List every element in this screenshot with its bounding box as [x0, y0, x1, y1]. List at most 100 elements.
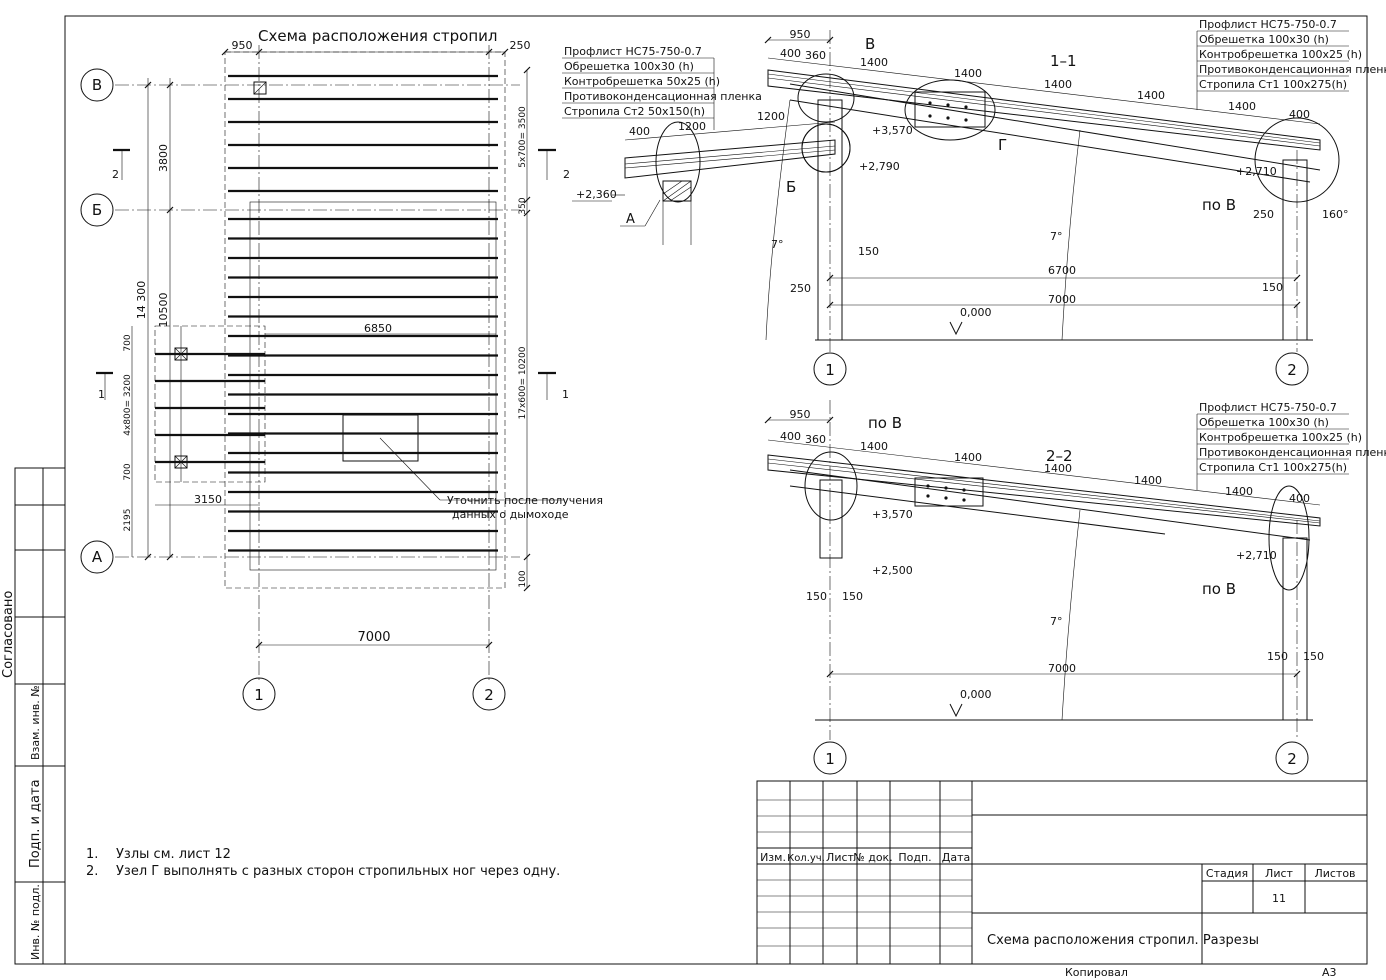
svg-text:1400: 1400 [1137, 89, 1165, 102]
svg-text:7°: 7° [771, 238, 784, 251]
svg-text:150: 150 [1262, 281, 1283, 294]
post-icon [174, 455, 188, 469]
title-block: Изм. Кол.уч. Лист № док. Подп. Дата Стад… [756, 780, 1368, 965]
svg-text:Стропила Ст2 50х150(h): Стропила Ст2 50х150(h) [564, 105, 705, 118]
note-1-num: 1. [86, 847, 98, 862]
notes: 1. Узлы см. лист 12 2. Узел Г выполнять … [86, 847, 560, 879]
svg-text:7000: 7000 [1048, 662, 1076, 675]
svg-text:А: А [92, 548, 103, 566]
svg-text:1200: 1200 [757, 110, 785, 123]
detail-labels: Профлист НС75-750-0.7 Обрешетка 100х30 (… [562, 45, 762, 130]
svg-text:7000: 7000 [357, 630, 390, 645]
svg-text:по В: по В [868, 414, 902, 432]
note-1-text: Узлы см. лист 12 [116, 847, 231, 862]
section-1-title: 1–1 [1050, 52, 1077, 70]
svg-text:Стропила Ст1 100х275(h): Стропила Ст1 100х275(h) [1199, 461, 1347, 474]
svg-text:17х600= 10200: 17х600= 10200 [518, 346, 528, 419]
svg-text:Стадия: Стадия [1206, 867, 1248, 880]
svg-text:0,000: 0,000 [960, 688, 992, 701]
svg-text:Лист: Лист [1265, 867, 1293, 880]
svg-text:400: 400 [780, 47, 801, 60]
svg-text:1: 1 [254, 686, 264, 704]
svg-text:1400: 1400 [860, 440, 888, 453]
svg-text:+3,570: +3,570 [872, 124, 913, 137]
svg-text:4х800= 3200: 4х800= 3200 [123, 374, 133, 436]
svg-text:Противоконденсационная пленка: Противоконденсационная пленка [564, 90, 762, 103]
axis-bubble-a [80, 540, 114, 574]
svg-text:400: 400 [1289, 108, 1310, 121]
svg-text:3800: 3800 [157, 144, 170, 172]
svg-text:1400: 1400 [1225, 485, 1253, 498]
svg-text:950: 950 [232, 39, 253, 52]
svg-text:2: 2 [1287, 361, 1297, 379]
svg-text:1400: 1400 [1228, 100, 1256, 113]
svg-text:2: 2 [563, 168, 570, 181]
svg-text:1: 1 [825, 750, 835, 768]
svg-text:250: 250 [1253, 208, 1274, 221]
svg-text:700: 700 [123, 334, 133, 351]
svg-text:400: 400 [629, 125, 650, 138]
svg-text:150: 150 [1267, 650, 1288, 663]
svg-text:5х700= 3500: 5х700= 3500 [518, 106, 528, 168]
svg-text:1400: 1400 [1044, 462, 1072, 475]
svg-text:250: 250 [510, 39, 531, 52]
section-1-1: 1–1 Профлист НС75-750-0.7 Обрешетка 100х… [764, 18, 1386, 386]
stamp-sign-date: Подп. и дата [28, 779, 43, 868]
svg-text:+2,710: +2,710 [1236, 549, 1277, 562]
svg-text:+3,570: +3,570 [872, 508, 913, 521]
axis-bubble-2 [472, 677, 506, 711]
note-2-num: 2. [86, 864, 98, 879]
svg-text:Обрешетка 100х30 (h): Обрешетка 100х30 (h) [564, 60, 694, 73]
svg-text:В: В [865, 35, 875, 53]
axis-bubble-2 [1275, 352, 1309, 386]
svg-text:1: 1 [562, 388, 569, 401]
svg-text:150: 150 [806, 590, 827, 603]
svg-text:по В: по В [1202, 196, 1236, 214]
svg-text:150: 150 [842, 590, 863, 603]
svg-text:360: 360 [805, 433, 826, 446]
svg-text:6700: 6700 [1048, 264, 1076, 277]
svg-text:250: 250 [790, 282, 811, 295]
note-2-text: Узел Г выполнять с разных сторон стропил… [116, 864, 560, 879]
sheet-frame [64, 15, 1368, 965]
axis-bubble-1 [242, 677, 276, 711]
svg-text:950: 950 [790, 28, 811, 41]
svg-text:1400: 1400 [954, 451, 982, 464]
plan-rafters [228, 74, 498, 552]
rafter-plan: Схема расположения стропил Уточнить посл [80, 27, 603, 711]
chimney-outline [342, 414, 419, 462]
svg-text:Г: Г [998, 136, 1007, 154]
section-2-labels: Профлист НС75-750-0.7 Обрешетка 100х30 (… [1196, 401, 1386, 490]
axis-bubble-1 [813, 352, 847, 386]
svg-text:2195: 2195 [123, 509, 133, 532]
svg-text:+2,360: +2,360 [576, 188, 617, 201]
svg-text:Контробрешетка 100х25 (h): Контробрешетка 100х25 (h) [1199, 431, 1362, 444]
post-icon [253, 81, 267, 95]
axis-bubble-1 [813, 741, 847, 775]
svg-text:14 300: 14 300 [135, 281, 148, 320]
svg-text:Листов: Листов [1314, 867, 1355, 880]
stamp-inv-replace: Взам. инв. № [29, 685, 42, 760]
plan-title: Схема расположения стропил [258, 27, 497, 45]
svg-text:по В: по В [1202, 580, 1236, 598]
section-2-2: 2–2 Профлист НС75-750-0.7 Обрешетка 100х… [764, 400, 1386, 775]
svg-text:Противоконденсационная пленка: Противоконденсационная пленка [1199, 63, 1386, 76]
svg-text:1400: 1400 [1044, 78, 1072, 91]
svg-text:Профлист НС75-750-0.7: Профлист НС75-750-0.7 [1199, 18, 1337, 31]
chimney-note-1: Уточнить после получения [447, 494, 603, 507]
svg-text:1400: 1400 [860, 56, 888, 69]
svg-text:Контробрешетка 100х25 (h): Контробрешетка 100х25 (h) [1199, 48, 1362, 61]
svg-text:7°: 7° [1050, 615, 1063, 628]
svg-text:Подп.: Подп. [898, 851, 931, 864]
detail-a: Профлист НС75-750-0.7 Обрешетка 100х30 (… [562, 45, 851, 245]
svg-text:2: 2 [112, 168, 119, 181]
svg-text:360: 360 [805, 49, 826, 62]
svg-text:2: 2 [1287, 750, 1297, 768]
svg-text:Контробрешетка 50х25 (h): Контробрешетка 50х25 (h) [564, 75, 720, 88]
svg-text:Обрешетка 100х30 (h): Обрешетка 100х30 (h) [1199, 416, 1329, 429]
chimney-note-2: данных о дымоходе [452, 508, 569, 521]
svg-text:Б: Б [92, 201, 102, 219]
svg-text:0,000: 0,000 [960, 306, 992, 319]
svg-text:2: 2 [484, 686, 494, 704]
